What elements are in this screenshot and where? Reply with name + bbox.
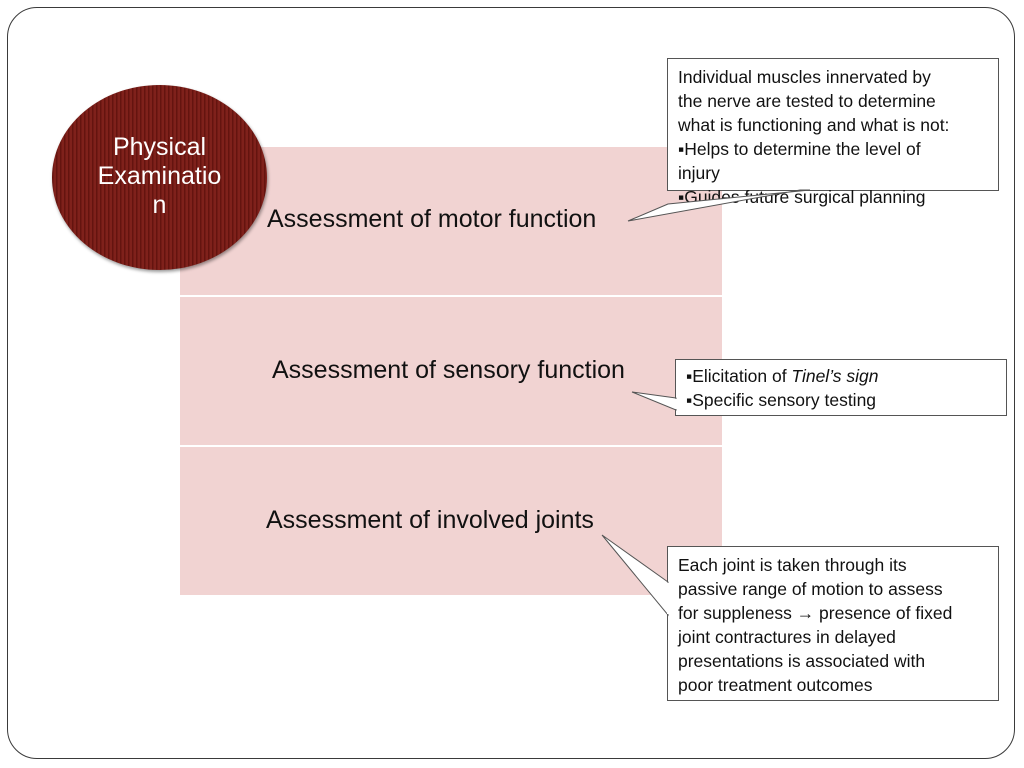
callout-motor-line: Individual muscles innervated by xyxy=(678,67,931,87)
row-sensory xyxy=(180,297,722,445)
callout-joints-line: passive range of motion to assess xyxy=(678,579,943,599)
callout-motor-line: ▪Helps to determine the level of xyxy=(678,139,921,159)
tinels-sign-text: Tinel’s sign xyxy=(791,366,879,386)
callout-motor-line: what is functioning and what is not: xyxy=(678,115,950,135)
callout-sensory-line-2: ▪Specific sensory testing xyxy=(686,390,877,410)
callout-sensory-prefix: ▪Elicitation of xyxy=(686,366,792,386)
callout-motor-line: ▪Guides future surgical planning xyxy=(678,187,926,207)
circle-label-line-2: Examinatio xyxy=(97,162,222,190)
circle-label-line-1: Physical xyxy=(112,133,207,161)
row-label-sensory: Assessment of sensory function xyxy=(272,356,625,384)
physical-examination-circle xyxy=(52,85,267,270)
callout-joints: Each joint is taken through its passive … xyxy=(667,546,999,701)
row-label-joints: Assessment of involved joints xyxy=(266,506,594,534)
circle-label-line-3: n xyxy=(152,191,167,219)
callout-sensory: ▪Elicitation of Tinel’s sign ▪Specific s… xyxy=(675,359,1007,416)
callout-joints-line: poor treatment outcomes xyxy=(678,675,873,695)
callout-joints-line: presentations is associated with xyxy=(678,651,926,671)
callout-sensory-line-1: ▪Elicitation of Tinel’s sign xyxy=(686,364,998,388)
callout-joints-line: for suppleness → presence of fixed xyxy=(678,603,953,623)
callout-motor-line: the nerve are tested to determine xyxy=(678,91,936,111)
callout-joints-line: joint contractures in delayed xyxy=(678,627,896,647)
callout-joints-line: Each joint is taken through its xyxy=(678,555,907,575)
row-label-motor: Assessment of motor function xyxy=(267,205,597,233)
callout-motor-line: injury xyxy=(678,163,720,183)
circle-label: Physical Examinatio n xyxy=(62,133,257,220)
callout-motor: Individual muscles innervated by the ner… xyxy=(667,58,999,207)
